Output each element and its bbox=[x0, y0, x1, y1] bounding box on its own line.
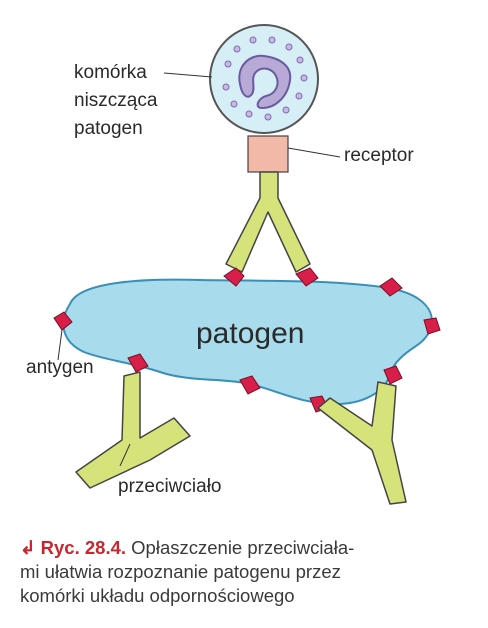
caption-line-2: mi ułatwia rozpoznanie patogenu przez bbox=[20, 561, 341, 582]
caption-text-1: Opłaszczenie przeciwciała- bbox=[126, 537, 355, 558]
figure-caption: ↲ Ryc. 28.4. Opłaszczenie przeciwciała- … bbox=[20, 536, 460, 608]
antigen bbox=[295, 267, 319, 287]
caption-figure-number: Ryc. 28.4. bbox=[40, 537, 127, 558]
antigen-group bbox=[53, 267, 441, 413]
label-cell-line1: komórka bbox=[74, 62, 147, 83]
antigen bbox=[379, 277, 403, 297]
antigen bbox=[383, 365, 403, 385]
leader-line-receptor bbox=[287, 147, 341, 158]
label-antigen: antygen bbox=[26, 357, 94, 378]
antigen bbox=[223, 267, 245, 287]
antigen bbox=[423, 317, 441, 335]
cell-granules bbox=[222, 36, 308, 121]
leader-line-antibody bbox=[119, 443, 131, 467]
leader-line-antigen bbox=[57, 329, 63, 361]
antigen bbox=[127, 353, 149, 373]
cell-nucleus bbox=[238, 54, 292, 110]
label-receptor: receptor bbox=[344, 145, 414, 166]
receptor-antibody bbox=[225, 171, 311, 273]
caption-line-3: komórki układu odpornościowego bbox=[20, 585, 295, 606]
antibody-right bbox=[317, 381, 407, 505]
caption-arrow-icon: ↲ bbox=[20, 537, 36, 558]
label-pathogen: patogen bbox=[196, 317, 304, 350]
killer-cell bbox=[209, 24, 319, 134]
receptor-block bbox=[247, 135, 289, 173]
antigen bbox=[239, 375, 261, 395]
antibody-left bbox=[75, 371, 191, 489]
antigen bbox=[53, 311, 73, 331]
label-antibody: przeciwciało bbox=[118, 476, 221, 497]
label-cell-line3: patogen bbox=[74, 118, 143, 139]
caption-line-1: ↲ Ryc. 28.4. Opłaszczenie przeciwciała- bbox=[20, 536, 460, 560]
leader-line-cell bbox=[163, 72, 213, 78]
label-cell-line2: niszcząca bbox=[74, 90, 158, 111]
